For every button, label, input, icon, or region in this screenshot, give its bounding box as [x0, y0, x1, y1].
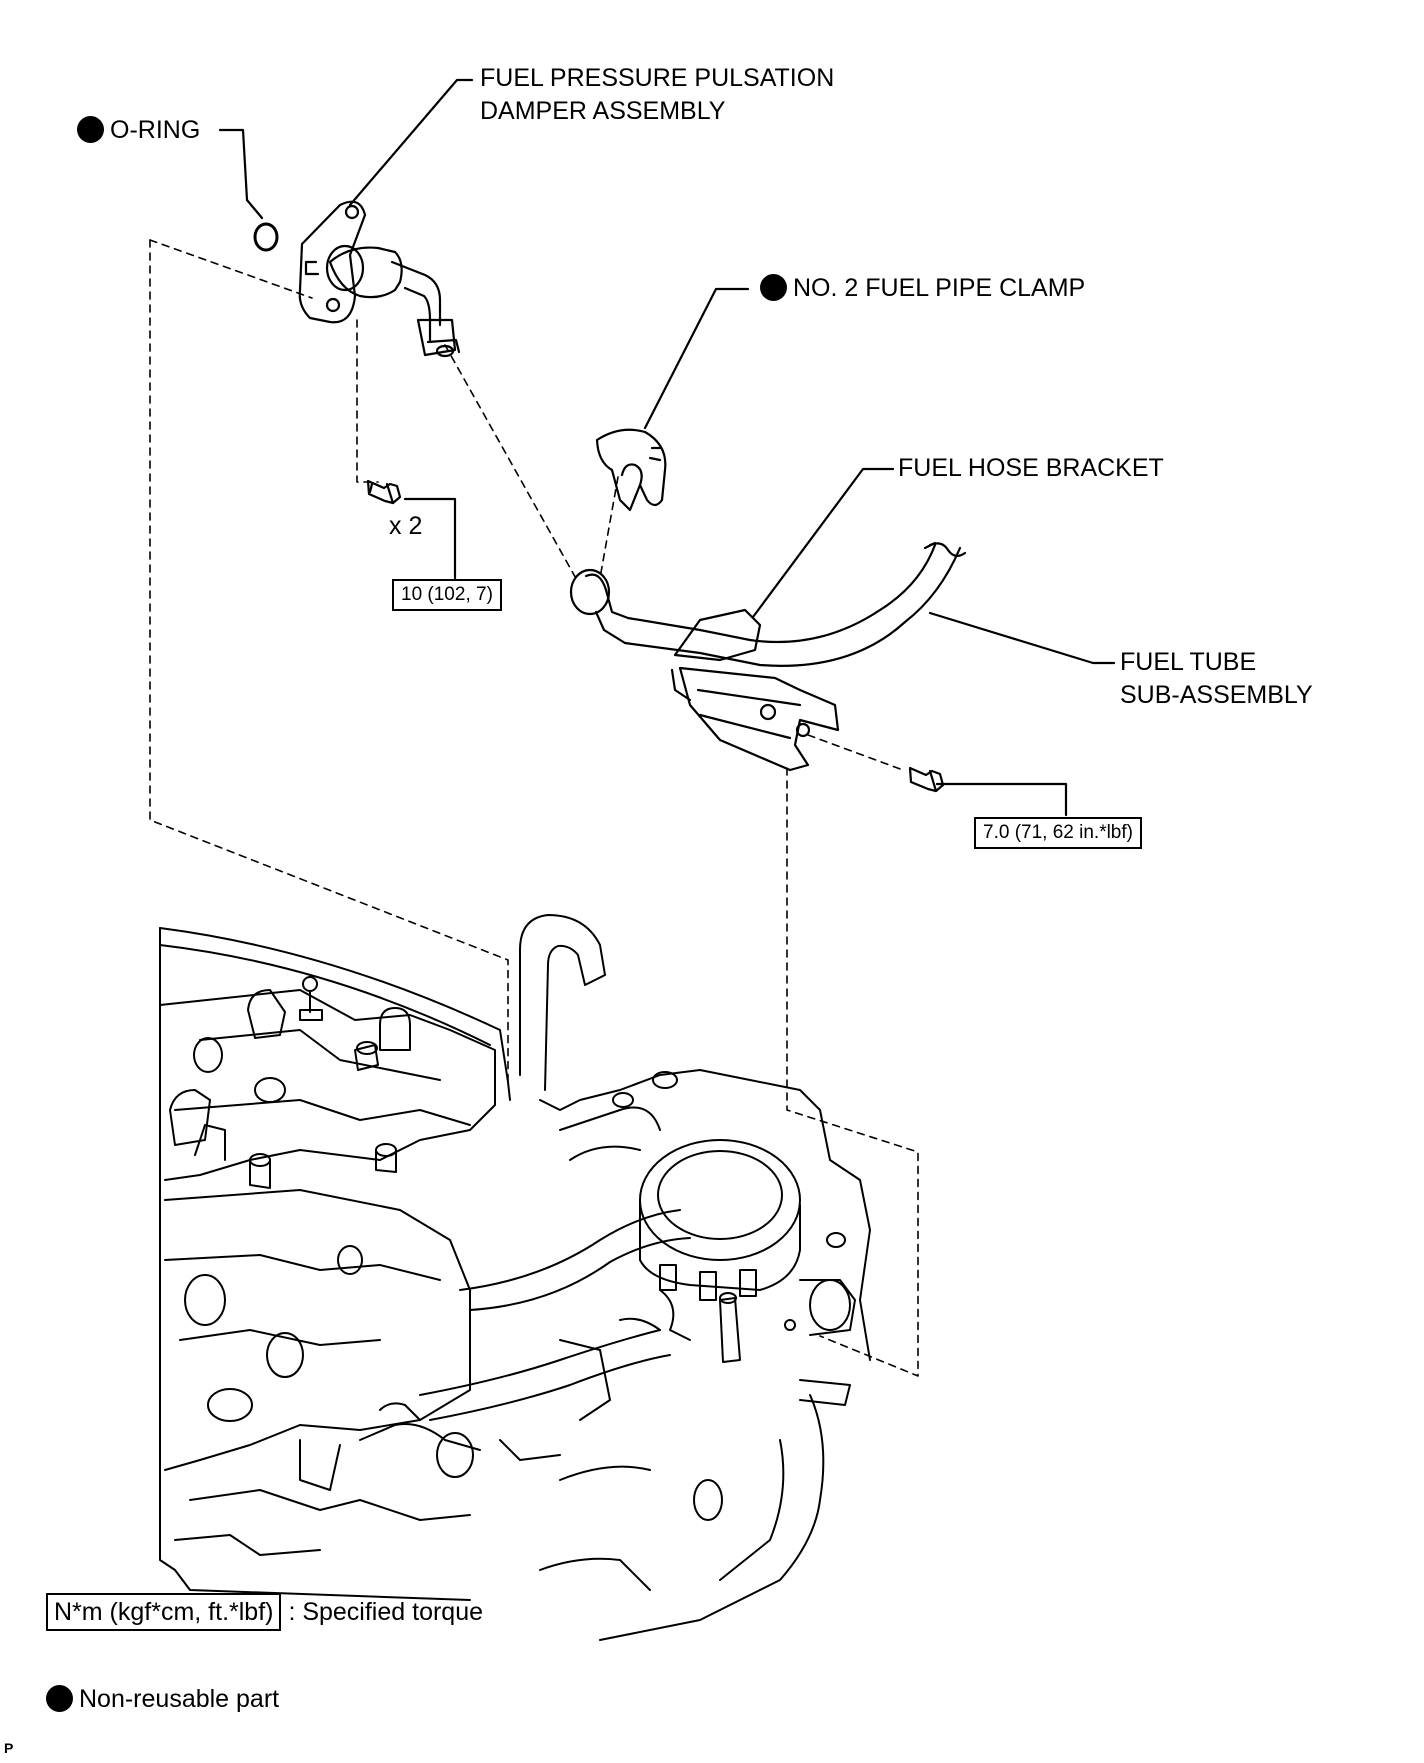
damper-bolt-torque-box: 10 (102, 7): [392, 579, 502, 611]
clamp-label-text: NO. 2 FUEL PIPE CLAMP: [793, 274, 1086, 302]
pulsation-damper-part: [298, 200, 461, 358]
non-reusable-legend: Non-reusable part: [46, 1683, 279, 1716]
bracket-bolt-part: [908, 766, 945, 793]
non-reusable-legend-text: Non-reusable part: [79, 1685, 280, 1713]
torque-units-box: N*m (kgf*cm, ft.*lbf): [46, 1593, 282, 1631]
fuel-tube-part: [569, 541, 967, 667]
o-ring-part: [253, 222, 279, 252]
bracket-bolt-torque-box: 7.0 (71, 62 in.*lbf): [974, 817, 1142, 849]
alignment-dashed-lines: [149, 239, 919, 1377]
tube-label-line1: FUEL TUBE: [1120, 648, 1257, 676]
non-reusable-dot-icon: [760, 274, 787, 301]
non-reusable-dot-icon: [46, 1685, 73, 1712]
engine-assembly: [159, 914, 871, 1641]
corner-mark: P: [4, 1740, 14, 1756]
fuel-pipe-clamp-part: [595, 428, 667, 512]
non-reusable-dot-icon: [77, 116, 104, 143]
o-ring-label-text: O-RING: [110, 116, 201, 144]
bracket-label: FUEL HOSE BRACKET: [898, 454, 1164, 482]
damper-label-line2: DAMPER ASSEMBLY: [480, 97, 726, 125]
clamp-label: NO. 2 FUEL PIPE CLAMP: [760, 272, 1085, 305]
torque-legend-desc: : Specified torque: [288, 1598, 484, 1626]
damper-bolt-qty: x 2: [389, 512, 423, 540]
o-ring-label: O-RING: [77, 114, 200, 147]
leader-lines: [218, 78, 1116, 817]
damper-label-line1: FUEL PRESSURE PULSATION: [480, 64, 835, 92]
damper-bolt-part: [366, 479, 402, 505]
torque-legend: N*m (kgf*cm, ft.*lbf) : Specified torque: [46, 1593, 483, 1631]
tube-label-line2: SUB-ASSEMBLY: [1120, 681, 1313, 709]
fuel-hose-bracket-part: [670, 608, 840, 772]
